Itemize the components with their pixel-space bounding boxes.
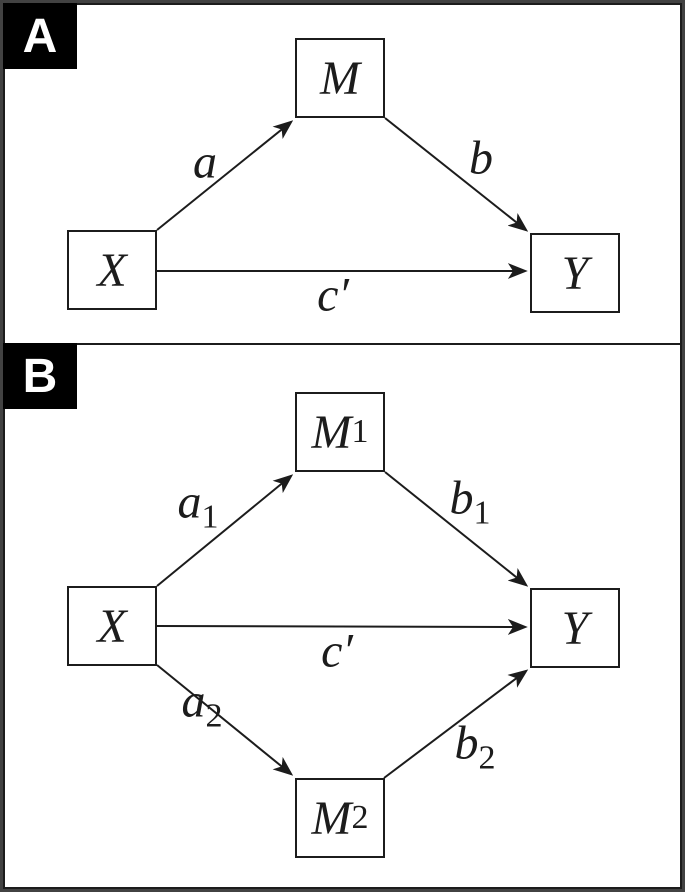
path-c-prime-label: c′ — [321, 624, 353, 678]
path-b2-label: b2 — [454, 716, 496, 777]
node-m1-label: M — [311, 405, 352, 459]
panel-b-arrows — [156, 471, 529, 779]
path-a2-arrow — [156, 664, 294, 776]
path-a-label: a — [193, 135, 217, 189]
path-a2-label: a2 — [181, 674, 223, 735]
path-b1-label: b1 — [449, 471, 491, 532]
node-y-label: Y — [561, 246, 589, 300]
node-x-label: X — [97, 243, 127, 297]
path-b2-arrow — [383, 669, 529, 779]
path-b1-arrow — [384, 471, 529, 587]
path-a1-label: a1 — [177, 475, 219, 536]
panel-a-badge: A — [3, 3, 77, 69]
node-m-label: M — [320, 51, 360, 105]
node-y: Y — [530, 588, 620, 668]
panel-a: A M X Y a b c′ — [3, 3, 682, 345]
path-c-prime-arrow — [156, 618, 528, 635]
node-x: X — [67, 586, 157, 666]
node-y-label: Y — [561, 601, 589, 655]
node-m2-label: M — [311, 791, 352, 845]
node-x: X — [67, 230, 157, 310]
path-a1-arrow — [156, 474, 294, 587]
panel-a-arrows — [156, 117, 529, 279]
panel-b-badge: B — [3, 343, 77, 409]
path-b-label: b — [469, 131, 493, 185]
path-c-prime-label: c′ — [317, 268, 349, 322]
path-b-arrow — [384, 117, 529, 232]
node-y: Y — [530, 233, 620, 313]
node-x-label: X — [97, 599, 127, 653]
node-m: M — [295, 38, 385, 118]
path-a-arrow — [156, 120, 294, 231]
